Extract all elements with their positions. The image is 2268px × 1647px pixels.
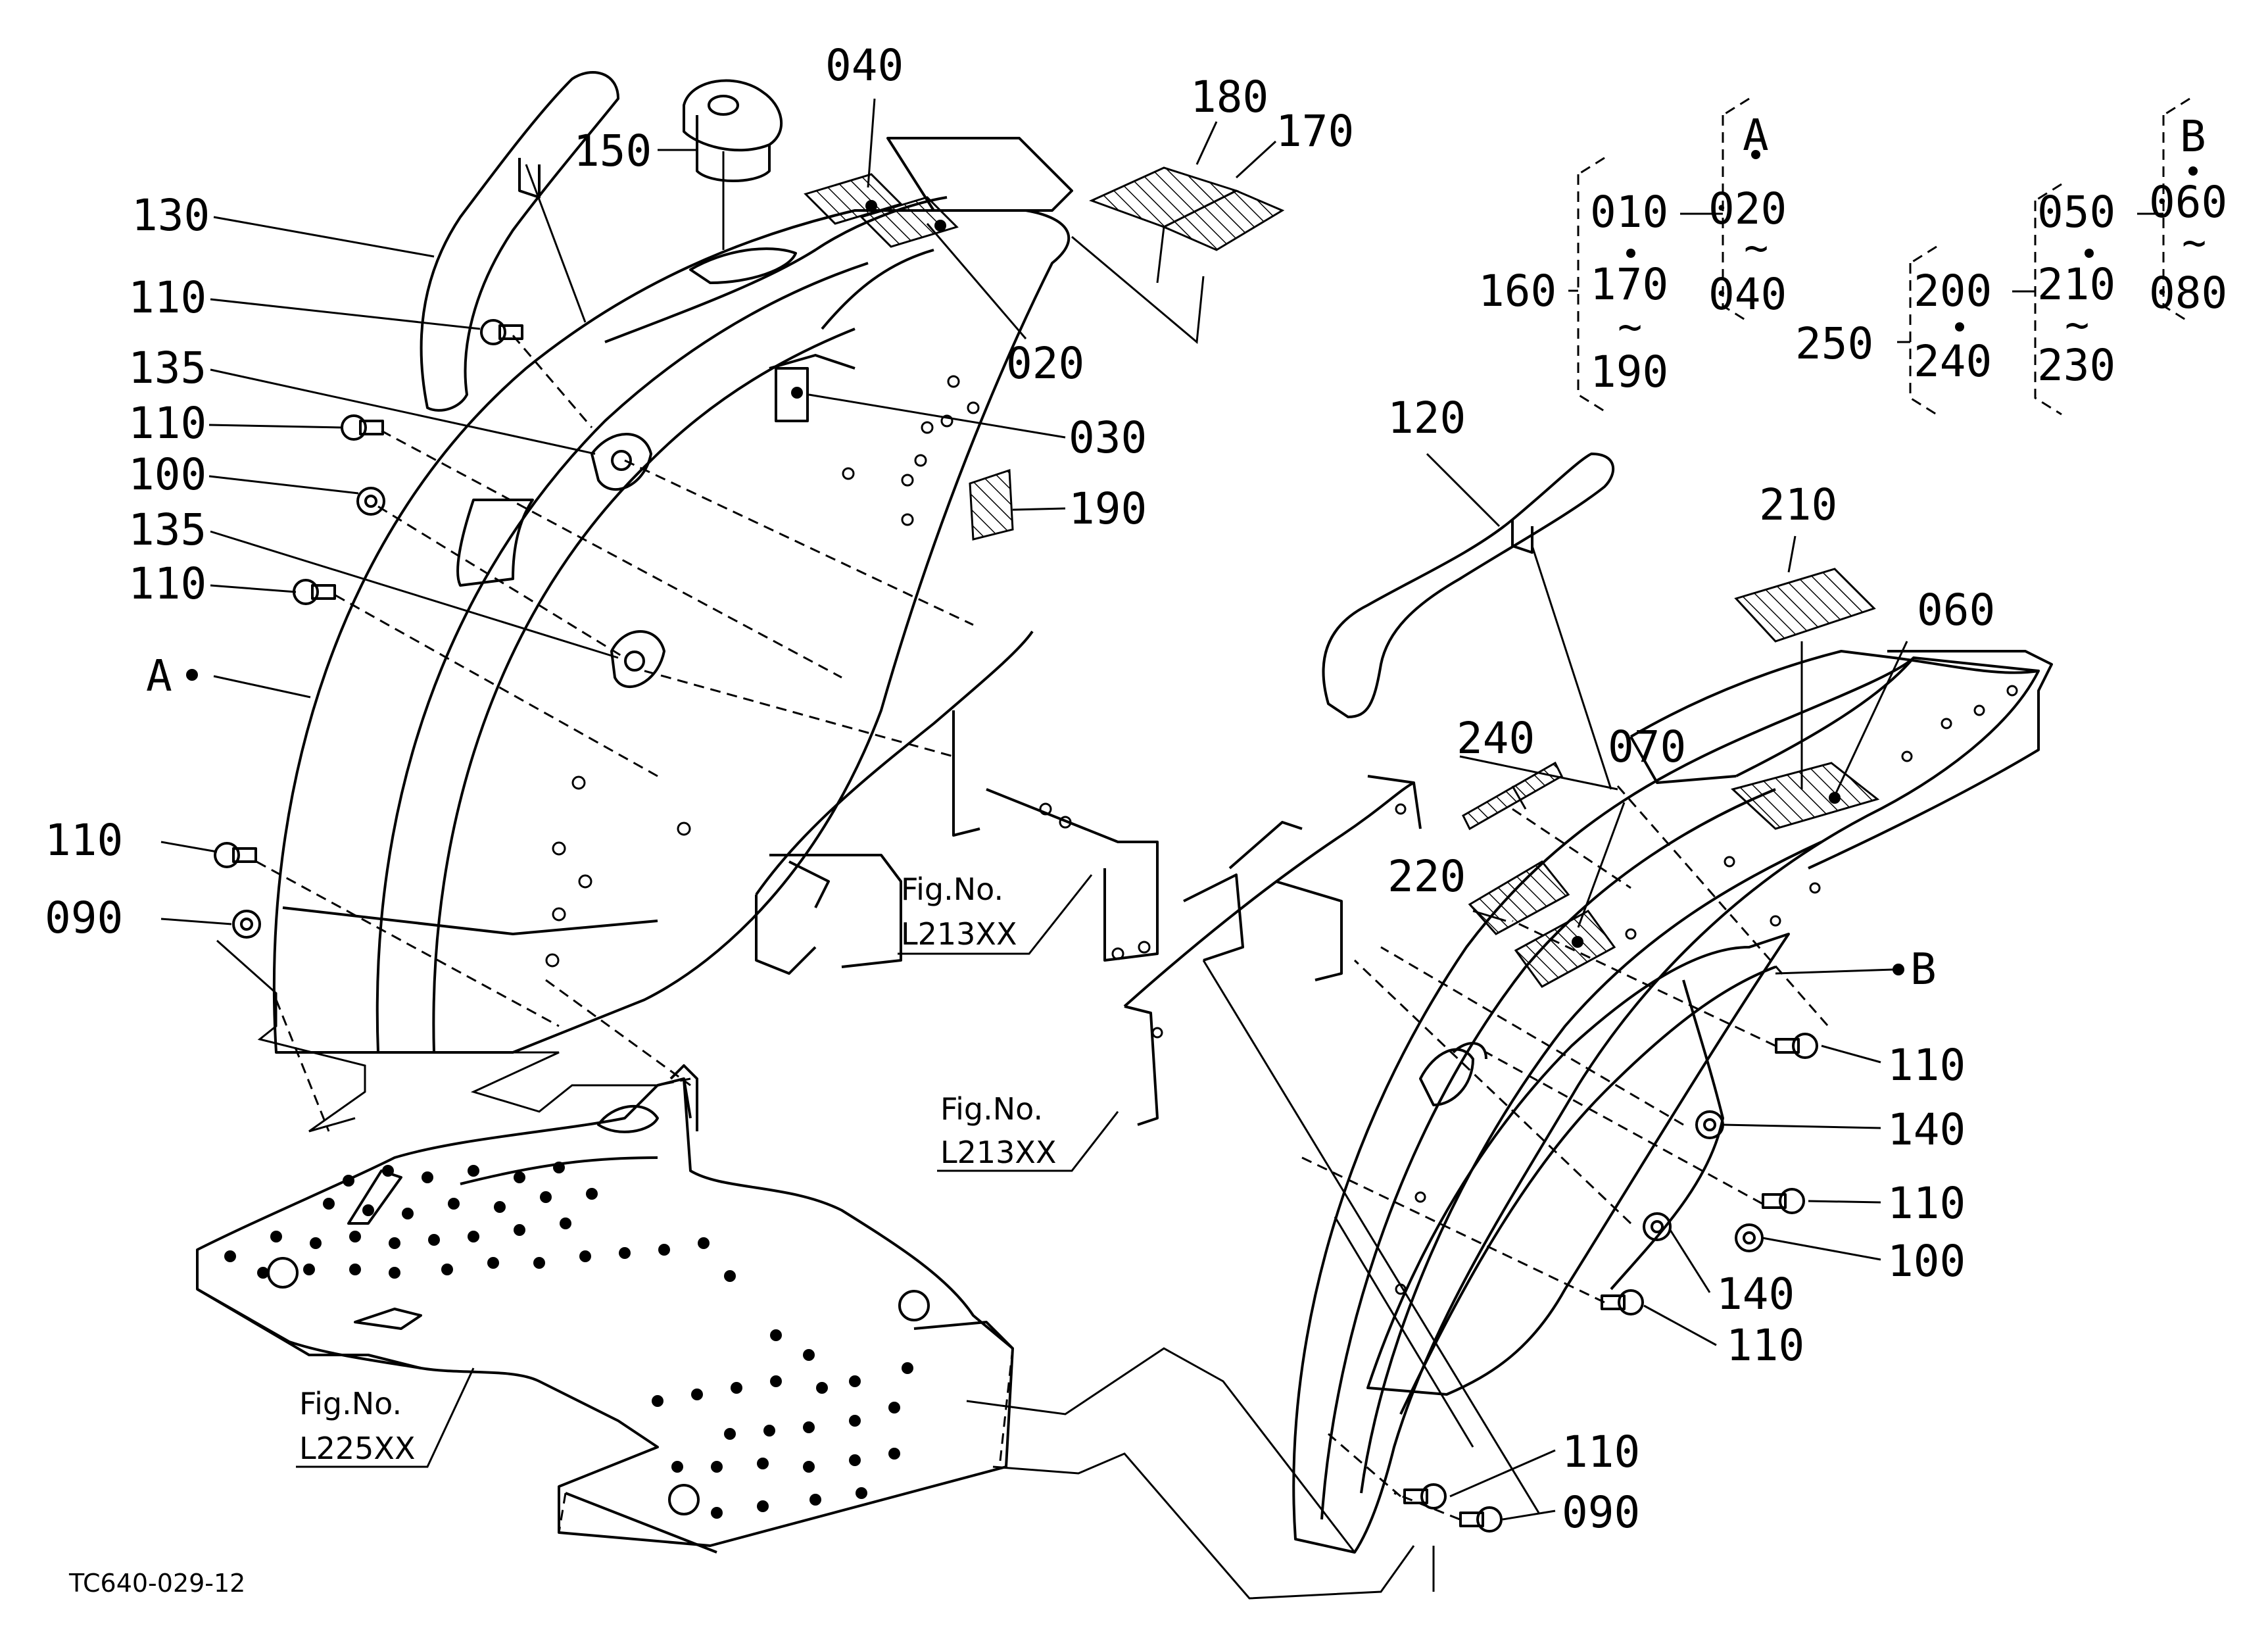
decal-070 [1514, 910, 1616, 988]
decal-210 [1734, 568, 1876, 643]
legend-160-end: 190 [1590, 347, 1668, 397]
marker-b: B [1910, 944, 1937, 995]
decal-dot-060 [1829, 792, 1841, 804]
callout-135-a: 135 [128, 343, 206, 393]
legend-160-label: 160 [1478, 266, 1556, 316]
callout-070: 070 [1608, 722, 1686, 772]
decals [804, 166, 1880, 988]
callout-110-h: 110 [1562, 1427, 1640, 1477]
decal-170 [1161, 189, 1285, 251]
left-bolts [214, 319, 523, 939]
legend-250-sub-mid: 210 [2037, 259, 2115, 310]
legend-group-a-tilde: ~ [1744, 224, 1768, 272]
legend-160-start: 010 [1590, 187, 1668, 237]
callout-120: 120 [1387, 393, 1466, 443]
legend-group-b-title: B [2180, 111, 2206, 162]
leader-lines [160, 98, 1908, 1521]
figure-references: Fig.No. L213XX Fig.No. L213XX Fig.No. L2… [299, 872, 1056, 1466]
callout-150: 150 [573, 126, 652, 176]
legend-group-b-to: 080 [2149, 268, 2227, 318]
decal-060 [1730, 762, 1880, 830]
bracket-right-assembly [1123, 775, 1422, 1126]
decal-dot-030 [791, 387, 803, 399]
right-fender [1292, 650, 2053, 1554]
callout-110-g: 110 [1726, 1320, 1804, 1371]
callout-040: 040 [825, 40, 904, 91]
legend-250-sub-tilde: ~ [2065, 301, 2089, 349]
callout-110-c: 110 [128, 558, 206, 609]
legend-250-sub-start: 050 [2037, 187, 2115, 237]
callout-110-a: 110 [128, 272, 206, 323]
left-grab-handle [420, 71, 619, 412]
legend-250-sub-end: 230 [2037, 340, 2115, 391]
mounting-lines [216, 151, 1803, 1600]
floor-step [196, 1064, 1014, 1554]
kit-legend: A 020 ~ 040 B 060 ~ 080 160 010 170 ~ 19… [1478, 97, 2227, 416]
fig-ref-1-label: Fig.No. [901, 872, 1003, 907]
grommet-lower [610, 630, 665, 689]
callout-100-b: 100 [1887, 1236, 1966, 1287]
legend-250-label: 250 [1795, 318, 1873, 369]
legend-group-a-title: A [1743, 110, 1769, 160]
callout-030: 030 [1069, 412, 1147, 463]
legend-group-a-from: 020 [1708, 184, 1787, 234]
legend-250-end: 240 [1914, 336, 1992, 387]
legend-250-start: 200 [1914, 266, 1992, 316]
callout-140-b: 140 [1716, 1269, 1795, 1319]
decal-dot-070 [1572, 936, 1583, 948]
fig-ref-2-value: L213XX [940, 1135, 1056, 1170]
legend-160-mid: 170 [1590, 259, 1668, 310]
marker-a: A [146, 651, 172, 701]
decal-020 [859, 196, 959, 248]
marker-dot-a [186, 669, 198, 681]
grommet-upper [591, 433, 652, 491]
callout-110-f: 110 [1887, 1178, 1966, 1229]
document-id: TC640-029-12 [68, 1569, 245, 1598]
callout-090-a: 090 [45, 893, 123, 943]
callout-130: 130 [132, 190, 210, 241]
decal-dot-040 [865, 200, 877, 212]
marker-dot-b [1893, 964, 1904, 975]
legend-group-a-to: 040 [1708, 269, 1787, 320]
callout-220: 220 [1387, 851, 1466, 902]
callout-090-b: 090 [1562, 1487, 1640, 1538]
fig-ref-3-value: L225XX [299, 1431, 415, 1466]
callout-240: 240 [1457, 713, 1535, 764]
bracket-left-assembly [755, 630, 1159, 975]
callout-020: 020 [1006, 338, 1084, 389]
left-fender [272, 137, 1073, 1054]
callout-140-a: 140 [1887, 1104, 1966, 1155]
callout-170: 170 [1276, 106, 1354, 157]
right-grab-handle [1322, 453, 1615, 718]
decal-dot-020 [934, 220, 946, 232]
legend-group-b-tilde: ~ [2182, 218, 2206, 266]
callout-210: 210 [1759, 479, 1837, 530]
callout-060: 060 [1917, 585, 1995, 635]
cup-holder [683, 79, 783, 182]
callout-135-b: 135 [128, 504, 206, 555]
callout-110-e: 110 [1887, 1040, 1966, 1091]
fig-ref-1-value: L213XX [901, 916, 1017, 952]
legend-group-b-from: 060 [2149, 177, 2227, 228]
callout-110-b: 110 [128, 398, 206, 449]
callout-labels: 040 150 180 170 130 110 135 110 100 135 … [45, 40, 1995, 1538]
callout-110-d: 110 [45, 815, 123, 866]
callout-180: 180 [1190, 72, 1268, 122]
fig-ref-2-label: Fig.No. [940, 1091, 1043, 1127]
fig-ref-3-label: Fig.No. [299, 1386, 402, 1421]
assembly-lines [196, 335, 1829, 1533]
decal-040 [804, 173, 903, 225]
callout-100-a: 100 [128, 449, 206, 500]
decal-240 [1462, 761, 1563, 831]
decal-220 [1468, 860, 1570, 935]
callout-190: 190 [1069, 483, 1147, 534]
decal-190 [969, 468, 1014, 541]
legend-160-tilde: ~ [1618, 303, 1642, 351]
